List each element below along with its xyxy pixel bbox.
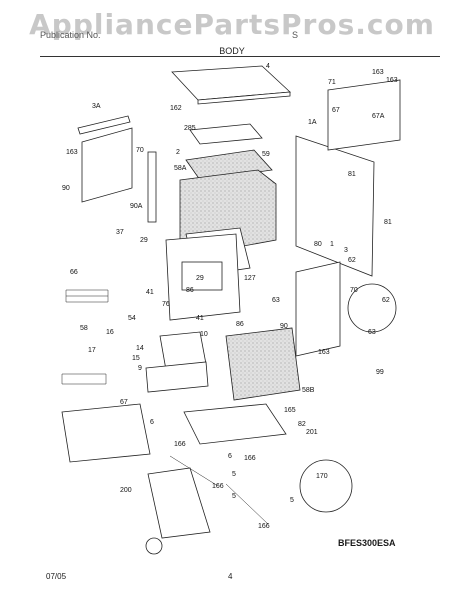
callout: 86 <box>186 287 194 294</box>
callout: 54 <box>128 315 136 322</box>
callout: 67 <box>120 399 128 406</box>
callout: 59 <box>262 151 270 158</box>
callout: 2 <box>176 149 180 156</box>
callout: 29 <box>196 275 204 282</box>
callout: 201 <box>306 429 318 436</box>
callout: 16 <box>106 329 114 336</box>
callout: 41 <box>146 289 154 296</box>
callout: 81 <box>348 171 356 178</box>
callout: 166 <box>212 483 224 490</box>
watermark: AppliancePartsPros.com <box>29 8 435 41</box>
callout: 80 <box>314 241 322 248</box>
callout: 166 <box>244 455 256 462</box>
broil-element <box>65 289 109 303</box>
callout: 81 <box>384 219 392 226</box>
callout: 166 <box>258 523 270 530</box>
callout: 58A <box>174 165 187 172</box>
callout: 86 <box>236 321 244 328</box>
callout: 5 <box>232 493 236 500</box>
callout: 163 <box>66 149 78 156</box>
diagram-code: BFES300ESA <box>338 538 396 548</box>
oven-window <box>181 261 223 291</box>
callout: 162 <box>170 105 182 112</box>
footer-date: 07/05 <box>46 572 67 581</box>
drawer-base-frame <box>183 403 287 445</box>
leveling-leg <box>145 537 163 555</box>
callout: 66 <box>70 269 78 276</box>
callout: 163 <box>386 77 398 84</box>
callout: 200 <box>120 487 132 494</box>
callout: 58 <box>80 325 88 332</box>
callout: 29 <box>140 237 148 244</box>
callout: 170 <box>316 473 328 480</box>
callout: 3 <box>344 247 348 254</box>
bottom-insulation <box>225 327 301 401</box>
callout: 82 <box>298 421 306 428</box>
callout: 6 <box>150 419 154 426</box>
callout: 70 <box>350 287 358 294</box>
publication-suffix: S <box>292 30 299 40</box>
callout: 67A <box>372 113 385 120</box>
callout: 15 <box>132 355 140 362</box>
header-rule <box>40 56 440 57</box>
callout: 17 <box>88 347 96 354</box>
top-insulation <box>189 123 263 145</box>
top-panel-edge <box>197 91 291 105</box>
callout: 9 <box>138 365 142 372</box>
callout: 1A <box>308 119 317 126</box>
terminal-detail-circle <box>347 283 397 333</box>
right-side-panel <box>295 135 375 277</box>
callout: 63 <box>368 329 376 336</box>
drawer-front <box>147 467 211 539</box>
callout: 166 <box>174 441 186 448</box>
callout: 90 <box>280 323 288 330</box>
callout: 63 <box>272 297 280 304</box>
back-panel <box>327 79 401 151</box>
callout: 37 <box>116 229 124 236</box>
callout: 67 <box>332 107 340 114</box>
callout: 4 <box>266 63 270 70</box>
callout: 58B <box>302 387 315 394</box>
callout: 285 <box>184 125 196 132</box>
page-number: 4 <box>228 572 233 581</box>
callout: 163 <box>318 349 330 356</box>
drawer-slide-right <box>225 483 269 525</box>
right-lower-panel <box>295 261 341 357</box>
left-top-strip <box>77 115 131 135</box>
bracket-detail-circle <box>299 459 353 513</box>
drawer-slide-left <box>169 455 219 487</box>
callout: 6 <box>228 453 232 460</box>
left-side-panel <box>81 127 133 203</box>
callout: 5 <box>290 497 294 504</box>
callout: 41 <box>196 315 204 322</box>
broiler-pan <box>145 361 209 393</box>
section-title: BODY <box>219 46 245 56</box>
callout: 70 <box>136 147 144 154</box>
callout: 1 <box>330 241 334 248</box>
exploded-parts-diagram: 4 162 3A 285 59 1A 71 163 67 163 67A 70 … <box>61 63 401 555</box>
callout: 163 <box>372 69 384 76</box>
callout: 127 <box>244 275 256 282</box>
callout: 62 <box>382 297 390 304</box>
callout: 71 <box>328 79 336 86</box>
callout: 165 <box>284 407 296 414</box>
callout: 90 <box>62 185 70 192</box>
callout: 14 <box>136 345 144 352</box>
callout: 62 <box>348 257 356 264</box>
callout: 99 <box>376 369 384 376</box>
callout: 3A <box>92 103 101 110</box>
side-trim-90a <box>147 151 157 223</box>
bake-element <box>61 373 107 385</box>
publication-label: Publication No. <box>40 30 101 40</box>
callout: 90A <box>130 203 143 210</box>
oven-rack-lower <box>61 403 151 463</box>
callout: 10 <box>200 331 208 338</box>
callout: 76 <box>162 301 170 308</box>
callout: 5 <box>232 471 236 478</box>
